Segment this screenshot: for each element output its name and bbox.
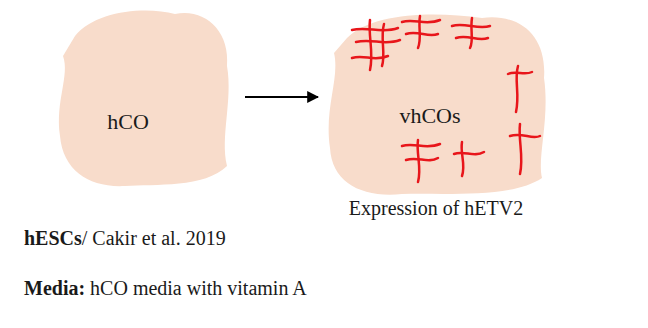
vessel-network — [454, 152, 484, 154]
vessel-network — [470, 18, 472, 48]
vessel-network — [382, 24, 384, 66]
vessel-network — [520, 124, 522, 174]
vessel-network — [406, 33, 438, 35]
vessel-network — [352, 28, 398, 30]
organoid-node: vhCOsExpression of hETV2 — [322, 8, 550, 222]
vessel-network — [418, 16, 420, 48]
vessel-network — [352, 56, 388, 58]
organoid-node: hCO — [55, 6, 233, 188]
note-heading: hESCs — [24, 227, 82, 249]
note-text: hCO media with vitamin A — [90, 277, 307, 299]
organoid-name: hCO — [107, 109, 149, 134]
organoid-body — [59, 10, 229, 186]
organoid-blob — [322, 8, 550, 196]
vessel-network — [508, 72, 532, 74]
vessel-network — [356, 40, 400, 42]
vessel-network — [370, 20, 372, 70]
vessel-network — [402, 144, 440, 146]
note-text: / Cakir et al. 2019 — [82, 227, 226, 249]
organoid-caption: Expression of hETV2 — [349, 197, 523, 220]
vessel-network — [516, 66, 518, 112]
note-line: hESCs/ Cakir et al. 2019 — [24, 226, 226, 250]
note-heading: Media: — [24, 277, 85, 299]
organoid-blob — [55, 6, 233, 188]
vessel-network — [406, 158, 438, 160]
vessel-network — [402, 20, 440, 22]
organoid-name: vhCOs — [399, 103, 460, 128]
vessel-network — [418, 140, 420, 182]
note-line: Media:hCO media with vitamin A — [24, 276, 307, 300]
process-arrow — [245, 96, 318, 98]
vessel-network — [510, 135, 540, 137]
vessel-network — [462, 142, 464, 176]
organoid-body — [329, 15, 546, 195]
